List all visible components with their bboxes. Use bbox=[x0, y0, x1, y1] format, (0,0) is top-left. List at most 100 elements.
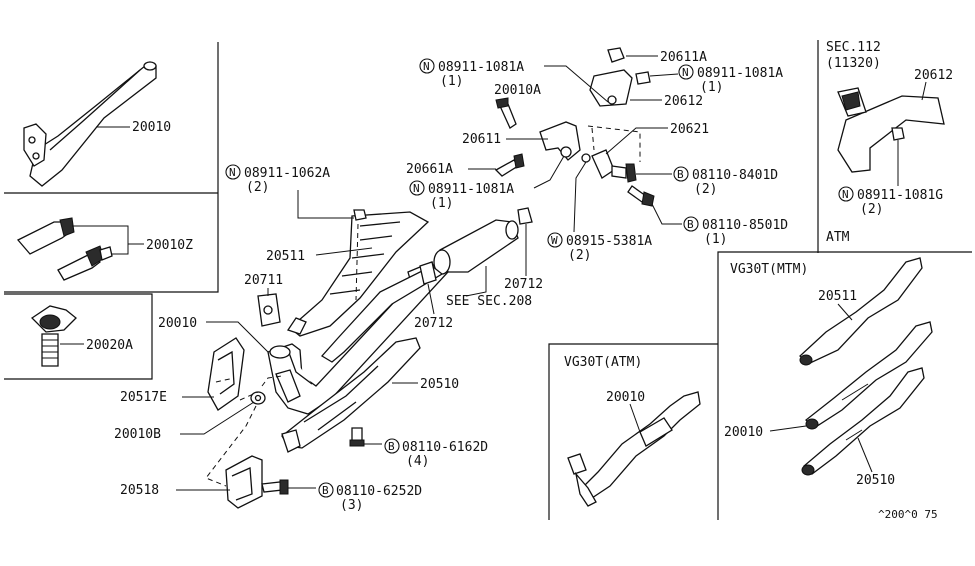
part-label-20611a: 20611A bbox=[660, 50, 707, 65]
front-pipe-part-20511-mtm bbox=[799, 257, 923, 366]
part-label-20661a: 20661A bbox=[406, 162, 453, 177]
leader-20010b bbox=[180, 401, 255, 435]
fastener-n-08911-1081a-right: N bbox=[678, 64, 694, 80]
part-label-20010-topleft: 20010 bbox=[132, 120, 171, 135]
nut-08911-1081a-top-right bbox=[635, 71, 651, 85]
part-label-20712-upper: 20712 bbox=[504, 277, 543, 292]
part-label-20010b: 20010B bbox=[114, 427, 161, 442]
front-tube-part-20010-mtm bbox=[805, 321, 933, 430]
leader-20510-mtm bbox=[857, 437, 873, 473]
gasket-part-20711 bbox=[257, 293, 281, 327]
heat-shield-part-20517e bbox=[207, 337, 245, 411]
fastener-code-08911-1081a-right: 08911-1081A bbox=[697, 66, 783, 81]
fastener-code-08915-5381a: 08915-5381A bbox=[566, 234, 652, 249]
bolt-20010a bbox=[495, 97, 517, 129]
fastener-qty-08110-8401d: (2) bbox=[694, 182, 717, 197]
leader-08911-1081a-mid bbox=[533, 155, 565, 189]
fastener-qty-08911-1062a: (2) bbox=[246, 180, 269, 195]
part-label-20611: 20611 bbox=[462, 132, 501, 147]
hanger-part-20020a bbox=[30, 305, 77, 367]
bolt-20661a bbox=[494, 153, 525, 177]
part-label-20510: 20510 bbox=[420, 377, 459, 392]
fastener-b-08110-6252d: B bbox=[318, 482, 334, 498]
bracket-part-20612 bbox=[589, 69, 633, 107]
fastener-qty-08911-1081g: (2) bbox=[860, 202, 883, 217]
part-label-20621: 20621 bbox=[670, 122, 709, 137]
svg-text:N: N bbox=[413, 182, 420, 195]
svg-text:B: B bbox=[677, 168, 684, 181]
leader-20010-mtm bbox=[769, 425, 807, 432]
svg-text:N: N bbox=[229, 166, 236, 179]
heat-shield-part-20510-mtm bbox=[801, 367, 925, 476]
svg-text:B: B bbox=[388, 440, 395, 453]
part-label-20517e: 20517E bbox=[120, 390, 167, 405]
panel-frames bbox=[4, 40, 972, 520]
fastener-n-08911-1062a: N bbox=[225, 164, 241, 180]
leader-08915-5381a bbox=[573, 161, 587, 233]
part-label-20511-mtm: 20511 bbox=[818, 289, 857, 304]
fastener-b-08110-8401d: B bbox=[673, 166, 689, 182]
svg-text:N: N bbox=[423, 60, 430, 73]
leader-20511 bbox=[315, 247, 373, 256]
fastener-code-08110-6162d: 08110-6162D bbox=[402, 440, 488, 455]
leader-08911-1081a-right bbox=[649, 73, 679, 77]
part-label-20511: 20511 bbox=[266, 249, 305, 264]
section-ref-sec112: SEC.112 bbox=[826, 40, 881, 55]
fastener-n-08911-1081a-mid: N bbox=[409, 180, 425, 196]
bracket-part-20612-atm bbox=[837, 87, 945, 173]
gasket-part-20712-lower bbox=[419, 261, 437, 285]
fastener-code-08110-8501d: 08110-8501D bbox=[702, 218, 788, 233]
part-label-20010-main: 20010 bbox=[158, 316, 197, 331]
part-label-20010z: 20010Z bbox=[146, 238, 193, 253]
fastener-n-08911-1081a-top: N bbox=[419, 58, 435, 74]
bolt-08110-6252d bbox=[261, 479, 289, 495]
dashed-guides-top bbox=[587, 125, 641, 162]
section-label-vg30t-atm: VG30T(ATM) bbox=[564, 355, 642, 370]
part-label-20010-atm: 20010 bbox=[606, 390, 645, 405]
part-label-20612: 20612 bbox=[664, 94, 703, 109]
svg-text:W: W bbox=[551, 234, 558, 247]
fastener-qty-08911-1081a-right: (1) bbox=[700, 80, 723, 95]
heat-shield-part-20518 bbox=[225, 455, 263, 509]
leader-20010-main bbox=[206, 321, 269, 353]
part-label-20711: 20711 bbox=[244, 273, 283, 288]
front-pipe-part-20511 bbox=[286, 211, 430, 337]
section-label-vg30t-mtm: VG30T(MTM) bbox=[730, 262, 808, 277]
bolt-08110-6162d bbox=[349, 427, 365, 447]
fastener-qty-08911-1081a-top: (1) bbox=[440, 74, 463, 89]
fastener-b-08110-8501d: B bbox=[683, 216, 699, 232]
leader-see-sec bbox=[465, 266, 487, 297]
part-label-20010-mtm: 20010 bbox=[724, 425, 763, 440]
part-label-20010a: 20010A bbox=[494, 83, 541, 98]
leader-20712-lower bbox=[427, 283, 435, 315]
note-see-sec-208: SEE SEC.208 bbox=[446, 294, 532, 309]
svg-text:B: B bbox=[687, 218, 694, 231]
fastener-code-08110-6252d: 08110-6252D bbox=[336, 484, 422, 499]
leader-08911-1062a bbox=[297, 190, 354, 219]
fastener-code-08911-1081a-mid: 08911-1081A bbox=[428, 182, 514, 197]
nut-08911-1062a bbox=[353, 209, 367, 221]
middle-pipe bbox=[320, 265, 444, 363]
fastener-code-08911-1062a: 08911-1062A bbox=[244, 166, 330, 181]
leader-08110-8501d bbox=[651, 203, 682, 225]
part-label-20020a: 20020A bbox=[86, 338, 133, 353]
svg-text:N: N bbox=[842, 188, 849, 201]
fastener-qty-08110-6162d: (4) bbox=[406, 454, 429, 469]
bracket-part-20621 bbox=[581, 149, 615, 179]
leader-20010z-b bbox=[112, 244, 129, 255]
leader-20010z bbox=[72, 225, 144, 245]
fastener-qty-08911-1081a-mid: (1) bbox=[430, 196, 453, 211]
part-label-20712-lower: 20712 bbox=[414, 316, 453, 331]
section-ref-11320: (11320) bbox=[826, 56, 881, 71]
bolt-08110-8501d bbox=[627, 185, 655, 207]
fastener-code-08911-1081a-top: 08911-1081A bbox=[438, 60, 524, 75]
gasket-part-20712-upper bbox=[517, 207, 533, 225]
dashed-guides-main bbox=[205, 223, 359, 487]
svg-text:N: N bbox=[682, 66, 689, 79]
part-label-20612-atm: 20612 bbox=[914, 68, 953, 83]
front-tube-part-20010-atm bbox=[567, 391, 701, 507]
fastener-qty-08110-6252d: (3) bbox=[340, 498, 363, 513]
oxygen-sensor-part-20010z bbox=[16, 217, 113, 281]
fastener-n-08911-1081g: N bbox=[838, 186, 854, 202]
fastener-qty-08915-5381a: (2) bbox=[568, 248, 591, 263]
